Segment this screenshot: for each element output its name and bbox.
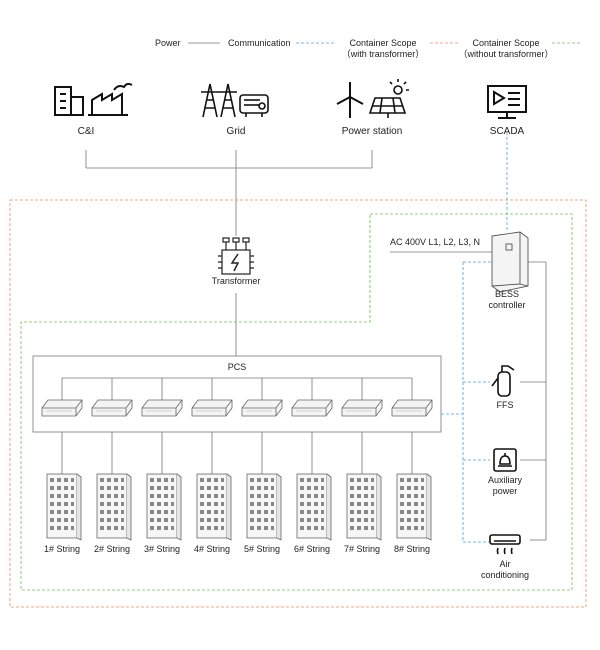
pcs-unit-2 bbox=[91, 399, 133, 417]
string-label: 6# String bbox=[293, 544, 331, 554]
string-label: 7# String bbox=[343, 544, 381, 554]
power-lines bbox=[61, 150, 547, 541]
building-icon bbox=[54, 86, 84, 116]
label-ffs: FFS bbox=[496, 400, 514, 410]
legend-scope-with-transformer-line2: （with transformer） bbox=[341, 49, 425, 59]
legend-scope-with-transformer: Container Scope （with transformer） bbox=[342, 38, 425, 60]
label-air-conditioning-line1: Air bbox=[499, 559, 511, 569]
battery-racks bbox=[46, 473, 432, 541]
label-ci: C&I bbox=[77, 126, 95, 137]
battery-rack-7 bbox=[346, 473, 382, 541]
pcs-unit-1 bbox=[41, 399, 83, 417]
legend-communication: Communication bbox=[228, 38, 291, 48]
pcs-units bbox=[41, 399, 433, 417]
pcs-unit-5 bbox=[241, 399, 283, 417]
battery-rack-2 bbox=[96, 473, 132, 541]
label-bess-controller-line2: controller bbox=[488, 300, 526, 310]
string-label: 1# String bbox=[43, 544, 81, 554]
label-bess-controller: BESS controller bbox=[488, 289, 525, 311]
battery-rack-3 bbox=[146, 473, 182, 541]
string-label: 2# String bbox=[93, 544, 131, 554]
label-transformer: Transformer bbox=[211, 276, 261, 286]
battery-rack-1 bbox=[46, 473, 82, 541]
label-air-conditioning-line2: conditioning bbox=[480, 570, 530, 580]
legend-scope-with-transformer-line1: Container Scope bbox=[349, 38, 417, 48]
scope-with-transformer-boundary bbox=[9, 199, 587, 608]
legend-power: Power bbox=[155, 38, 181, 48]
label-pcs: PCS bbox=[227, 362, 247, 372]
pcs-unit-8 bbox=[391, 399, 433, 417]
string-label: 8# String bbox=[393, 544, 431, 554]
legend-scope-without-transformer: Container Scope （without transformer） bbox=[458, 38, 553, 60]
bess-controller-icon bbox=[491, 231, 529, 293]
factory-icon bbox=[88, 82, 133, 116]
battery-rack-8 bbox=[396, 473, 432, 541]
pcs-unit-6 bbox=[291, 399, 333, 417]
string-label: 4# String bbox=[193, 544, 231, 554]
monitor-icon bbox=[487, 85, 527, 119]
label-air-conditioning: Air conditioning bbox=[481, 559, 529, 581]
label-ac-supply: AC 400V L1, L2, L3, N bbox=[390, 237, 481, 247]
pcs-unit-7 bbox=[341, 399, 383, 417]
scope-without-transformer-boundary bbox=[20, 213, 573, 591]
label-scada: SCADA bbox=[489, 126, 525, 137]
label-auxiliary-power-line2: power bbox=[492, 486, 518, 496]
battery-rack-6 bbox=[296, 473, 332, 541]
label-auxiliary-power: Auxiliary power bbox=[488, 475, 522, 497]
legend-scope-without-transformer-line1: Container Scope bbox=[472, 38, 540, 48]
generator-icon bbox=[239, 94, 269, 117]
communication-lines bbox=[441, 132, 508, 543]
string-label: 3# String bbox=[143, 544, 181, 554]
air-conditioner-icon bbox=[489, 534, 521, 555]
battery-rack-4 bbox=[196, 473, 232, 541]
transmission-tower-icon bbox=[201, 83, 237, 118]
pcs-unit-3 bbox=[141, 399, 183, 417]
transformer-icon bbox=[218, 237, 254, 275]
solar-panel-icon bbox=[368, 79, 409, 118]
label-auxiliary-power-line1: Auxiliary bbox=[487, 475, 523, 485]
fire-extinguisher-icon bbox=[491, 365, 515, 397]
auxiliary-power-icon bbox=[493, 448, 517, 472]
battery-rack-5 bbox=[246, 473, 282, 541]
pcs-unit-4 bbox=[191, 399, 233, 417]
wind-turbine-icon bbox=[336, 82, 364, 118]
label-grid: Grid bbox=[226, 126, 246, 137]
string-label: 5# String bbox=[243, 544, 281, 554]
label-power-station: Power station bbox=[341, 126, 403, 137]
pcs-box bbox=[32, 355, 442, 433]
label-bess-controller-line1: BESS bbox=[494, 289, 520, 299]
legend-scope-without-transformer-line2: （without transformer） bbox=[458, 49, 554, 59]
